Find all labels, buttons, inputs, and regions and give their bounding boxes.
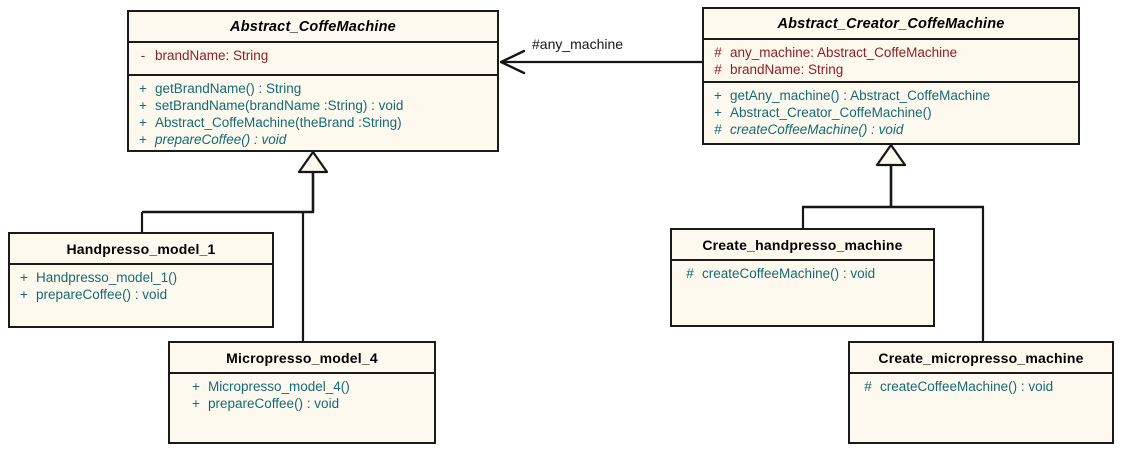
class-title-micropresso-model-4: Micropresso_model_4 — [170, 343, 434, 374]
class-title-abstract-creator-coffemachine: Abstract_Creator_CoffeMachine — [704, 9, 1078, 40]
visibility-marker: + — [139, 98, 147, 113]
operation-signature: prepareCoffee() : void — [155, 132, 287, 147]
visibility-marker: + — [192, 379, 200, 394]
inheritance-triangle-right — [875, 143, 907, 167]
operation-signature: createCoffeeMachine() : void — [702, 266, 876, 281]
visibility-marker: # — [864, 379, 872, 394]
operation-row: # createCoffeeMachine() : void — [706, 121, 1076, 138]
operation-compartment-handpresso-model-1: + Handpresso_model_1() + prepareCoffee()… — [10, 265, 272, 326]
visibility-marker: + — [139, 132, 147, 147]
visibility-marker: + — [139, 81, 147, 96]
visibility-marker: + — [20, 287, 28, 302]
association-label-any-machine: #any_machine — [532, 36, 624, 52]
operation-signature: Handpresso_model_1() — [36, 270, 178, 285]
operation-row: + prepareCoffee() : void — [184, 395, 432, 412]
visibility-marker: # — [686, 266, 694, 281]
class-box-abstract-creator-coffemachine[interactable]: Abstract_Creator_CoffeMachine # any_mach… — [702, 7, 1080, 145]
visibility-marker: - — [140, 48, 146, 63]
attribute-signature: brandName: String — [730, 62, 844, 77]
inheritance-triangle-left — [297, 150, 329, 174]
class-box-create-handpresso-machine[interactable]: Create_handpresso_machine # createCoffee… — [670, 228, 935, 327]
class-title-abstract-coffemachine: Abstract_CoffeMachine — [129, 12, 497, 43]
attribute-row: # brandName: String — [706, 61, 1076, 78]
attribute-signature: brandName: String — [155, 48, 269, 63]
attribute-signature: any_machine: Abstract_CoffeMachine — [730, 45, 958, 60]
visibility-marker: + — [714, 105, 722, 120]
operation-signature: Micropresso_model_4() — [208, 379, 350, 394]
association-any-machine[interactable] — [499, 49, 702, 75]
operation-row: + Abstract_CoffeMachine(theBrand :String… — [131, 114, 495, 131]
operation-row: + Handpresso_model_1() — [12, 269, 270, 286]
attribute-compartment-abstract-creator-coffemachine: # any_machine: Abstract_CoffeMachine # b… — [704, 40, 1078, 83]
visibility-marker: + — [139, 115, 147, 130]
operation-row: # createCoffeeMachine() : void — [678, 265, 931, 282]
operation-signature: setBrandName(brandName :String) : void — [155, 98, 404, 113]
operation-signature: getBrandName() : String — [155, 81, 302, 96]
visibility-marker: # — [714, 62, 722, 77]
operation-row: + Abstract_Creator_CoffeMachine() — [706, 104, 1076, 121]
operation-signature: prepareCoffee() : void — [208, 396, 340, 411]
operation-signature: prepareCoffee() : void — [36, 287, 168, 302]
visibility-marker: + — [192, 396, 200, 411]
visibility-marker: # — [714, 45, 722, 60]
class-box-create-micropresso-machine[interactable]: Create_micropresso_machine # createCoffe… — [848, 341, 1114, 444]
class-box-micropresso-model-4[interactable]: Micropresso_model_4 + Micropresso_model_… — [168, 341, 436, 444]
operation-signature: createCoffeeMachine() : void — [880, 379, 1054, 394]
class-title-create-micropresso-machine: Create_micropresso_machine — [850, 343, 1112, 374]
visibility-marker: + — [20, 270, 28, 285]
operation-compartment-abstract-coffemachine: + getBrandName() : String + setBrandName… — [129, 76, 497, 152]
class-title-handpresso-model-1: Handpresso_model_1 — [10, 234, 272, 265]
operation-row: + Micropresso_model_4() — [184, 378, 432, 395]
operation-compartment-create-micropresso-machine: # createCoffeeMachine() : void — [850, 374, 1112, 442]
operation-row: + prepareCoffee() : void — [12, 286, 270, 303]
class-box-handpresso-model-1[interactable]: Handpresso_model_1 + Handpresso_model_1(… — [8, 232, 274, 328]
attribute-row: # any_machine: Abstract_CoffeMachine — [706, 44, 1076, 61]
operation-signature: createCoffeeMachine() : void — [730, 122, 904, 137]
class-title-create-handpresso-machine: Create_handpresso_machine — [672, 230, 933, 261]
attribute-compartment-abstract-coffemachine: - brandName: String — [129, 43, 497, 76]
operation-compartment-micropresso-model-4: + Micropresso_model_4() + prepareCoffee(… — [170, 374, 434, 442]
attribute-row: - brandName: String — [131, 47, 495, 64]
operation-compartment-abstract-creator-coffemachine: + getAny_machine() : Abstract_CoffeMachi… — [704, 83, 1078, 143]
operation-signature: getAny_machine() : Abstract_CoffeMachine — [730, 88, 991, 103]
visibility-marker: # — [714, 122, 722, 137]
operation-row: + prepareCoffee() : void — [131, 131, 495, 148]
operation-row: + setBrandName(brandName :String) : void — [131, 97, 495, 114]
operation-signature: Abstract_CoffeMachine(theBrand :String) — [155, 115, 402, 130]
operation-row: + getBrandName() : String — [131, 80, 495, 97]
class-box-abstract-coffemachine[interactable]: Abstract_CoffeMachine - brandName: Strin… — [127, 10, 499, 152]
operation-signature: Abstract_Creator_CoffeMachine() — [730, 105, 932, 120]
operation-compartment-create-handpresso-machine: # createCoffeeMachine() : void — [672, 261, 933, 325]
operation-row: + getAny_machine() : Abstract_CoffeMachi… — [706, 87, 1076, 104]
visibility-marker: + — [714, 88, 722, 103]
operation-row: # createCoffeeMachine() : void — [856, 378, 1110, 395]
